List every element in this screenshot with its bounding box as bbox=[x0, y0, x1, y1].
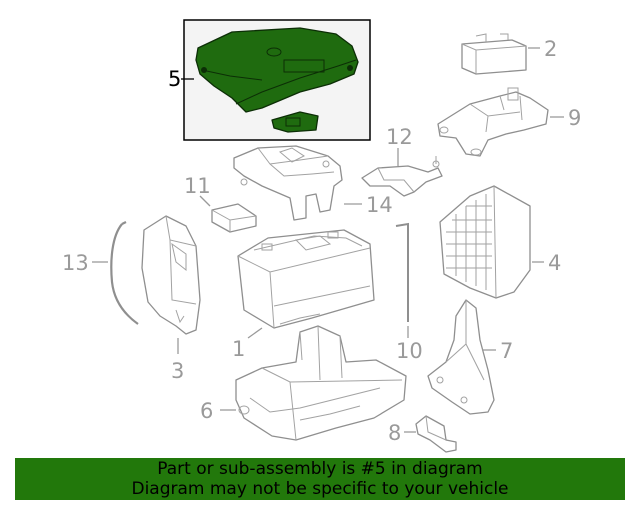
callout-3: 3 bbox=[171, 359, 184, 383]
callout-12: 12 bbox=[386, 125, 413, 149]
callout-14: 14 bbox=[366, 193, 393, 217]
part-13-cable[interactable] bbox=[110, 221, 139, 325]
callout-11: 11 bbox=[184, 174, 211, 198]
callout-9: 9 bbox=[568, 106, 581, 130]
callout-13: 13 bbox=[62, 251, 89, 275]
callout-2: 2 bbox=[544, 37, 557, 61]
part-2-relay[interactable] bbox=[461, 33, 527, 75]
callout-5-group: 5 bbox=[168, 67, 194, 91]
part-9-bracket[interactable] bbox=[437, 87, 549, 157]
callout-4: 4 bbox=[548, 251, 561, 275]
part-11-cover[interactable] bbox=[211, 203, 257, 233]
part-1-battery[interactable] bbox=[237, 229, 375, 329]
part-14-holder[interactable] bbox=[233, 145, 343, 221]
part-10-rod[interactable] bbox=[395, 222, 409, 322]
callout-7: 7 bbox=[500, 339, 513, 363]
part-7-bracket[interactable] bbox=[427, 299, 495, 415]
banner-line-1: Part or sub-assembly is #5 in diagram bbox=[157, 459, 483, 479]
info-banner: Part or sub-assembly is #5 in diagram Di… bbox=[15, 458, 625, 500]
part-6-battery-tray[interactable] bbox=[235, 325, 407, 441]
part-12-strap[interactable] bbox=[361, 156, 443, 197]
part-8-clip[interactable] bbox=[415, 415, 457, 453]
callout-6: 6 bbox=[200, 399, 213, 423]
part-4-fuse-module[interactable] bbox=[439, 185, 531, 299]
callout-10: 10 bbox=[396, 339, 423, 363]
callout-5: 5 bbox=[168, 67, 181, 91]
banner-line-2: Diagram may not be specific to your vehi… bbox=[131, 479, 509, 499]
part-5-battery-cover[interactable] bbox=[195, 27, 359, 133]
callout-1: 1 bbox=[232, 337, 245, 361]
fuse-grid bbox=[446, 194, 492, 290]
callout-8: 8 bbox=[388, 421, 401, 445]
part-3-side-panel[interactable] bbox=[141, 215, 201, 335]
